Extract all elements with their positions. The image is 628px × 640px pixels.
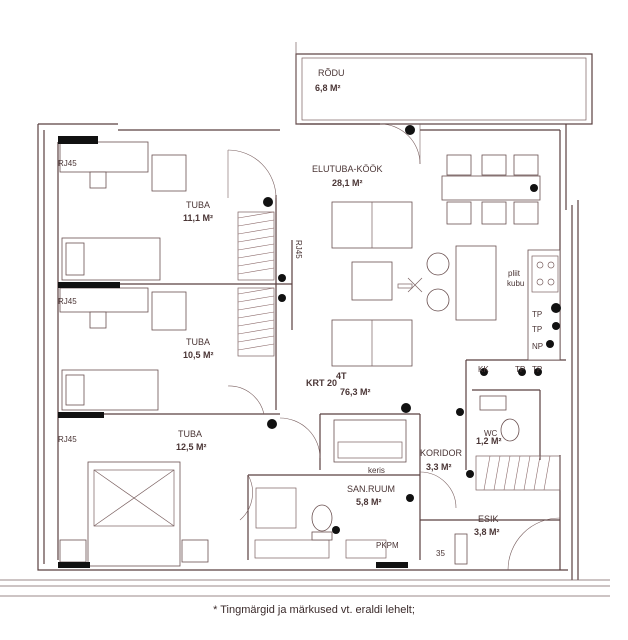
room-area-sanruum: 5,8 M² [356,497,382,507]
room-area-tuba-2: 10,5 M² [183,350,214,360]
room-area-tuba-3: 12,5 M² [176,442,207,452]
bedroom-3-furniture [59,461,209,567]
label-rj45-2: RJ45 [58,297,77,306]
room-name-rodu: RÕDU [318,68,345,78]
room-name-koridor: KORIDOR [420,448,463,458]
label-pkpm: PKPM [376,541,399,550]
room-area-elutuba: 28,1 M² [332,178,363,188]
label-tp-4: TP [532,365,542,374]
room-name-sanruum: SAN.RUUM [347,484,395,494]
radiator-markers [58,125,561,568]
label-tp-3: TP [515,365,525,374]
room-name-wc: WC [484,429,498,438]
room-area-wc: 1,2 M² [476,436,502,446]
label-rj45-3: RJ45 [58,435,77,444]
balcony [295,42,593,125]
interior-walls [57,142,566,570]
label-tp-2: TP [532,325,542,334]
room-name-esik: ESIK [478,514,499,524]
wardrobes [237,211,561,491]
living-furniture [331,154,561,367]
bathroom-fixtures [254,395,520,565]
apartment-rooms: 4T [336,371,347,381]
room-name-tuba-1: TUBA [186,200,210,210]
label-keris: keris [368,466,385,475]
label-kk: KK [478,365,489,374]
room-name-elutuba: ELUTUBA-KÖÖK [312,164,383,174]
label-pliit: pliit [508,269,521,278]
outer-walls [0,123,610,597]
room-area-rodu: 6,8 M² [315,83,341,93]
footnote: * Tingmärgid ja märkused vt. eraldi lehe… [213,604,415,616]
room-area-esik: 3,8 M² [474,527,500,537]
doors [227,123,561,571]
room-name-tuba-2: TUBA [186,337,210,347]
room-area-koridor: 3,3 M² [426,462,452,472]
apartment-area: 76,3 M² [340,387,371,397]
room-name-tuba-3: TUBA [178,429,202,439]
label-rj45-4: RJ45 [294,240,303,259]
label-35: 35 [436,549,445,558]
label-rj45-1: RJ45 [58,159,77,168]
bedroom-2-furniture [59,287,187,411]
label-tp-1: TP [532,310,542,319]
apartment-number: KRT 20 [306,378,337,388]
room-area-tuba-1: 11,1 M² [183,213,213,223]
bedroom-1-furniture [59,141,187,281]
label-np: NP [532,342,543,351]
label-kubu: kubu [507,279,524,288]
